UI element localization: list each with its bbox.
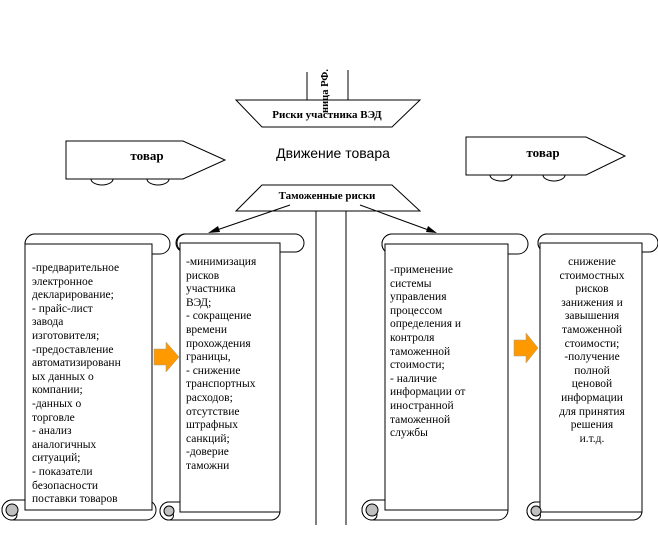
- scroll-2: [159, 233, 305, 521]
- risks-vad-shape: [234, 99, 422, 128]
- movement-label: Движение товара: [276, 145, 390, 161]
- scroll-1: [1, 233, 171, 521]
- risks-vad-title: Риски участника ВЭД: [272, 109, 382, 121]
- scroll-1-text: -предварительное электронное декларирова…: [32, 262, 121, 506]
- orange-arrow-2: [513, 332, 539, 364]
- scroll-3: [361, 233, 529, 521]
- truck-left: [65, 140, 227, 186]
- truck-left-label: товар: [130, 148, 164, 163]
- scroll-4-text: снижение стоимостных рисков занижения и …: [559, 256, 625, 445]
- arrow-to-scroll-2: [210, 204, 291, 233]
- orange-arrow-1: [153, 341, 180, 373]
- scroll-3-text: -применение системы управления процессом…: [390, 264, 466, 440]
- arrow-to-scroll-3: [359, 204, 435, 233]
- truck-right-label: товар: [526, 145, 560, 160]
- customs-risks-title: Таможенные риски: [278, 190, 376, 202]
- customs-risks-shape: [234, 184, 422, 212]
- arrowhead: [426, 226, 437, 233]
- arrowhead: [208, 226, 220, 233]
- truck-right: [465, 136, 627, 182]
- scroll-4: [526, 233, 658, 521]
- scroll-2-text: -минимизация рисков участника ВЭД; - сок…: [186, 256, 257, 472]
